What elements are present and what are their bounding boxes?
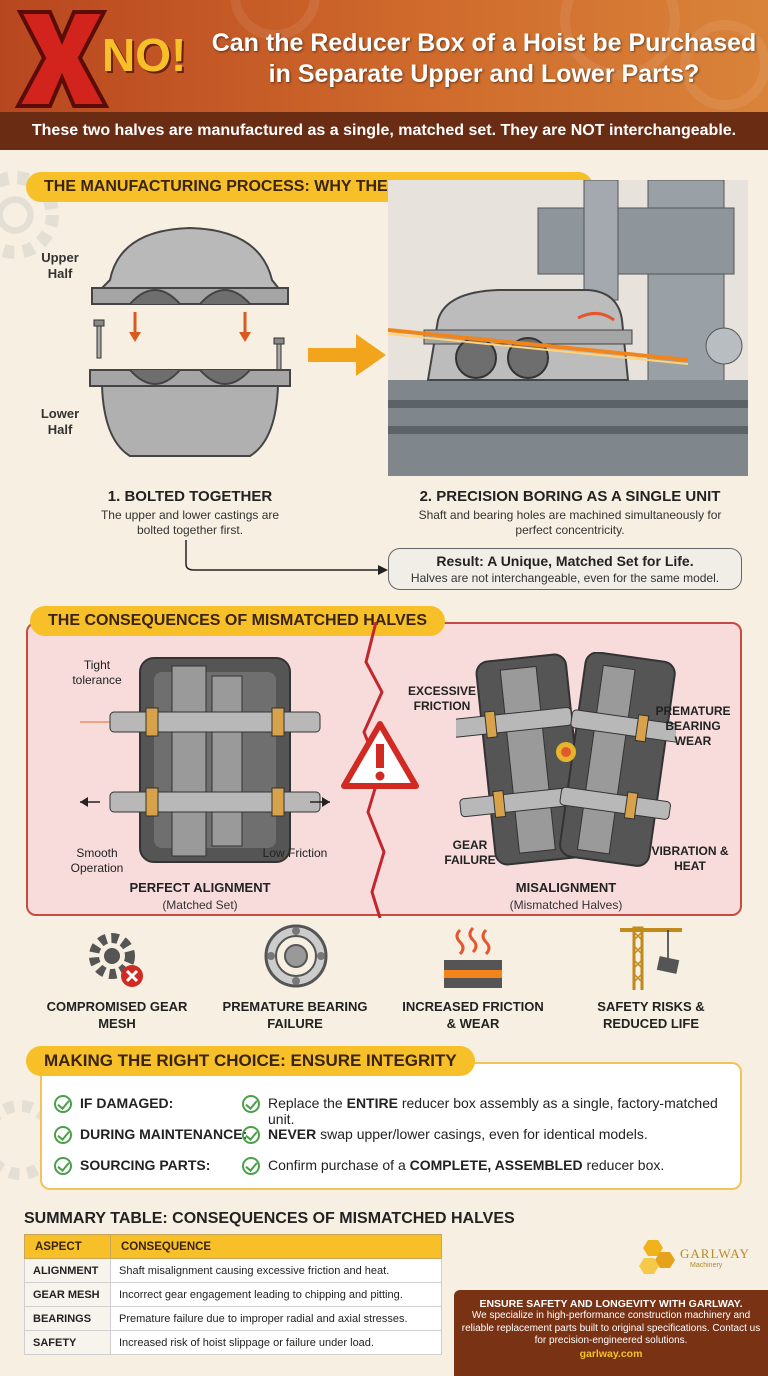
step1-desc: The upper and lower castings are bolted … [100,508,280,537]
check-icon [242,1126,260,1144]
boring-machine-illustration [388,180,748,476]
process-arrow-icon [308,334,386,376]
garlway-logo [639,1240,675,1274]
choice-text: NEVER swap upper/lower casings, even for… [268,1126,648,1142]
perfect-alignment-sub: (Matched Set) [162,898,238,912]
page-title: Can the Reducer Box of a Hoist be Purcha… [211,29,757,88]
choice-label: DURING MAINTENANCE: [80,1126,248,1142]
header-banner: NO! Can the Reducer Box of a Hoist be Pu… [0,0,768,112]
footer-panel: ENSURE SAFETY AND LONGEVITY WITH GARLWAY… [454,1290,768,1376]
casing-halves-illustration [89,226,291,457]
result-connector-arrow [185,540,388,575]
icon-label-gear-mesh: COMPROMISED GEAR MESH [46,999,188,1031]
gear-failure-label: GEAR FAILURE [444,838,496,867]
choice-row-maintenance: DURING MAINTENANCE: NEVER swap upper/low… [40,1126,740,1148]
background-gear-icon [0,171,59,259]
friction-heat-icon [444,926,502,988]
table-cell: Shaft misalignment causing excessive fri… [110,1258,442,1283]
brand-sub: Machinery [690,1262,723,1269]
misalignment-sub: (Mismatched Halves) [509,898,623,912]
bearing-icon [264,924,328,988]
tight-tolerance-label: Tight tolerance [72,658,122,687]
check-icon [54,1126,72,1144]
check-icon [54,1157,72,1175]
choice-heading: MAKING THE RIGHT CHOICE: ENSURE INTEGRIT… [26,1046,475,1076]
red-x-icon [14,10,110,108]
choice-row-damaged: IF DAMAGED: Replace the ENTIRE reducer b… [40,1095,740,1127]
table-cell: BEARINGS [24,1306,111,1331]
table-cell: GEAR MESH [24,1282,111,1307]
column-header: ASPECT [24,1234,111,1259]
footer-url[interactable]: garlway.com [579,1347,643,1360]
result-title: Result: A Unique, Matched Set for Life. [436,553,694,569]
consequences-heading: THE CONSEQUENCES OF MISMATCHED HALVES [30,606,445,636]
choice-text: Confirm purchase of a COMPLETE, ASSEMBLE… [268,1157,665,1173]
perfect-alignment-title: PERFECT ALIGNMENT [129,880,271,895]
summary-title: SUMMARY TABLE: CONSEQUENCES OF MISMATCHE… [24,1210,515,1227]
check-icon [54,1095,72,1113]
excessive-friction-label: EXCESSIVE FRICTION [407,684,477,713]
misalignment-title: MISALIGNMENT [515,880,617,895]
table-cell: Premature failure due to improper radial… [110,1306,442,1331]
subtitle-bar: These two halves are manufactured as a s… [0,112,768,150]
table-cell: Increased risk of hoist slippage or fail… [110,1330,442,1355]
table-row: SAFETY Increased risk of hoist slippage … [24,1330,442,1355]
table-cell: ALIGNMENT [24,1258,111,1283]
lower-half-label: Lower Half [40,406,80,437]
table-row: GEAR MESH Incorrect gear engagement lead… [24,1282,442,1307]
step2-desc: Shaft and bearing holes are machined sim… [418,508,722,537]
check-icon [242,1095,260,1113]
choice-row-sourcing: SOURCING PARTS: Confirm purchase of a CO… [40,1157,740,1179]
aligned-gearbox-illustration [80,657,330,863]
table-row: ALIGNMENT Shaft misalignment causing exc… [24,1258,442,1283]
smooth-operation-label: Smooth Operation [70,846,124,875]
gear-x-icon [89,933,143,987]
warning-icon [341,721,419,789]
crane-icon [620,926,682,990]
column-header: CONSEQUENCE [110,1234,442,1259]
brand-name: GARLWAY [680,1246,750,1261]
vibration-heat-label: VIBRATION & HEAT [651,844,729,873]
low-friction-label: Low Friction [262,846,328,860]
footer-headline: ENSURE SAFETY AND LONGEVITY WITH GARLWAY… [479,1298,743,1310]
table-cell: SAFETY [24,1330,111,1355]
icon-label-friction: INCREASED FRICTION & WEAR [402,999,544,1031]
choice-label: SOURCING PARTS: [80,1157,211,1173]
premature-bearing-wear-label: PREMATURE BEARING WEAR [655,704,731,748]
step1-title: 1. BOLTED TOGETHER [107,488,273,505]
result-sub: Halves are not interchangeable, even for… [410,571,720,585]
misaligned-gearbox-illustration [456,652,676,867]
table-row: BEARINGS Premature failure due to improp… [24,1306,442,1331]
footer-text: We specialize in high-performance constr… [461,1310,761,1346]
choice-label: IF DAMAGED: [80,1095,174,1111]
step2-title: 2. PRECISION BORING AS A SINGLE UNIT [419,488,721,505]
summary-table: ASPECT CONSEQUENCE ALIGNMENT Shaft misal… [24,1234,442,1355]
choice-text: Replace the ENTIRE reducer box assembly … [268,1095,718,1127]
icon-label-safety: SAFETY RISKS & REDUCED LIFE [597,999,705,1031]
result-box: Result: A Unique, Matched Set for Life. … [388,548,742,590]
no-word: NO! [102,29,187,81]
icon-label-bearing: PREMATURE BEARING FAILURE [222,999,368,1031]
upper-half-label: Upper Half [41,250,79,281]
table-cell: Incorrect gear engagement leading to chi… [110,1282,442,1307]
check-icon [242,1157,260,1175]
